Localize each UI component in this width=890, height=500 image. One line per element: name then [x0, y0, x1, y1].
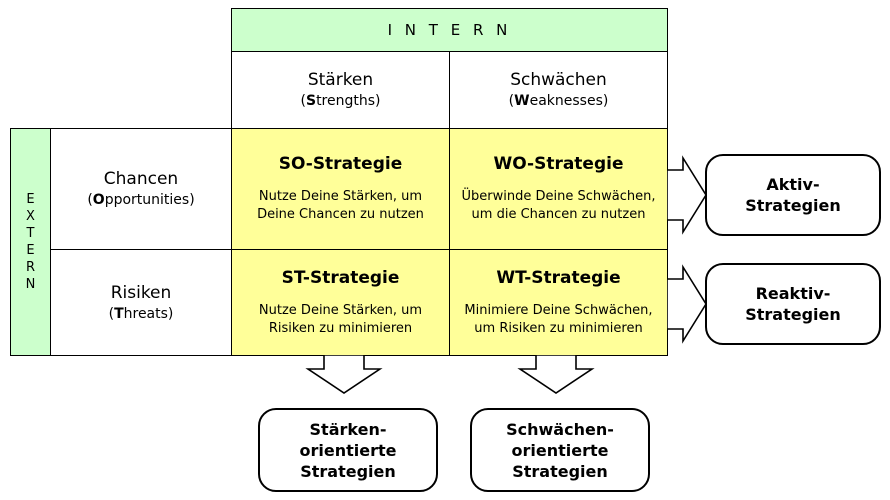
- result-box-schwaechen-label: Schwächen- orientierte Strategien: [506, 419, 614, 481]
- row-header-opportunities-sub: (Opportunities): [87, 192, 195, 208]
- result-box-schwaechen-orientierte-strategien[interactable]: Schwächen- orientierte Strategien: [470, 408, 650, 492]
- quadrant-wt-title: WT-Strategie: [496, 267, 621, 288]
- extern-header-cell: E X T E R N: [10, 128, 51, 356]
- column-header-strengths-title: Stärken: [307, 70, 374, 90]
- result-box-aktiv-strategien[interactable]: Aktiv- Strategien: [705, 154, 881, 236]
- result-box-staerken-orientierte-strategien[interactable]: Stärken- orientierte Strategien: [258, 408, 438, 492]
- quadrant-wt-strategie: WT-Strategie Minimiere Deine Schwächen, …: [449, 249, 668, 356]
- extern-letter: E: [26, 243, 35, 258]
- column-header-weaknesses-sub: (Weaknesses): [508, 93, 609, 109]
- quadrant-st-title: ST-Strategie: [281, 267, 400, 288]
- extern-letter: T: [26, 226, 35, 241]
- row-header-opportunities-title: Chancen: [103, 169, 179, 189]
- arrow-right-reaktiv-icon: [667, 261, 707, 347]
- result-box-reaktiv-strategien[interactable]: Reaktiv- Strategien: [705, 263, 881, 345]
- quadrant-st-description: Nutze Deine Stärken, um Risiken zu minim…: [258, 302, 423, 336]
- result-box-reaktiv-label: Reaktiv- Strategien: [745, 284, 841, 324]
- quadrant-wo-strategie: WO-Strategie Überwinde Deine Schwächen, …: [449, 128, 668, 250]
- result-box-staerken-label: Stärken- orientierte Strategien: [299, 419, 397, 481]
- intern-header-cell: I N T E R N: [231, 8, 668, 52]
- arrow-right-aktiv-icon: [667, 152, 707, 238]
- quadrant-wo-description: Überwinde Deine Schwächen, um die Chance…: [461, 189, 656, 222]
- arrow-down-staerken-icon: [302, 355, 386, 395]
- quadrant-so-description: Nutze Deine Stärken, um Deine Chancen zu…: [257, 189, 424, 222]
- quadrant-so-title: SO-Strategie: [278, 154, 403, 174]
- column-header-weaknesses-title: Schwächen: [510, 70, 607, 90]
- row-header-opportunities: Chancen (Opportunities): [50, 128, 232, 250]
- row-header-threats-sub: (Threats): [108, 305, 174, 322]
- column-header-strengths: Stärken (Strengths): [231, 51, 450, 129]
- column-header-weaknesses: Schwächen (Weaknesses): [449, 51, 668, 129]
- row-header-threats-title: Risiken: [110, 282, 172, 303]
- extern-letter: N: [25, 277, 36, 292]
- intern-header-label: I N T E R N: [387, 21, 512, 39]
- column-header-strengths-sub: (Strengths): [300, 93, 381, 109]
- quadrant-wo-title: WO-Strategie: [493, 154, 624, 174]
- row-header-threats: Risiken (Threats): [50, 249, 232, 356]
- arrow-down-schwaechen-icon: [514, 355, 598, 395]
- extern-letter: X: [26, 209, 35, 224]
- extern-letter: E: [26, 192, 35, 207]
- extern-letter: R: [25, 260, 36, 275]
- quadrant-wt-description: Minimiere Deine Schwächen, um Risiken zu…: [464, 302, 653, 336]
- result-box-aktiv-label: Aktiv- Strategien: [745, 175, 841, 215]
- quadrant-so-strategie: SO-Strategie Nutze Deine Stärken, um Dei…: [231, 128, 450, 250]
- quadrant-st-strategie: ST-Strategie Nutze Deine Stärken, um Ris…: [231, 249, 450, 356]
